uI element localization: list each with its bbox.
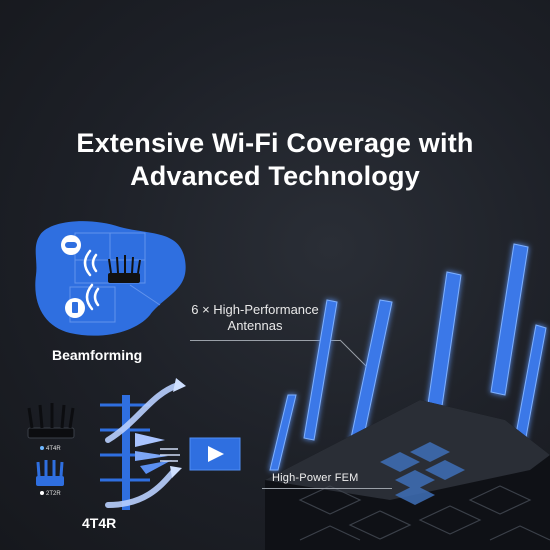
play-icon xyxy=(189,437,241,471)
router-4t4r-tag: 4T4R xyxy=(40,446,61,452)
router-icon xyxy=(108,255,141,283)
router-body xyxy=(265,400,550,550)
fem-callout-line xyxy=(262,488,392,489)
beamforming-floorplan-illustration xyxy=(35,221,186,336)
antennas-label: 6 × High-Performance Antennas xyxy=(180,302,330,334)
headline-line-2: Advanced Technology xyxy=(130,161,420,191)
router-4t4r-icon xyxy=(27,403,75,439)
headline-line-1: Extensive Wi-Fi Coverage with xyxy=(76,128,474,158)
beamforming-label: Beamforming xyxy=(52,347,143,363)
gamepad-icon xyxy=(61,235,81,255)
router-2t2r-icon xyxy=(36,460,64,486)
wifi-wave-icon xyxy=(83,249,100,311)
fem-label: High-Power FEM xyxy=(272,472,359,484)
antennas-callout-line xyxy=(190,340,340,341)
stream-arrows xyxy=(135,433,172,474)
router-2t2r-tag: 2T2R xyxy=(40,491,61,497)
streams-label: 4T4R xyxy=(82,515,117,531)
headline: Extensive Wi-Fi Coverage with Advanced T… xyxy=(0,127,550,193)
antennas-label-line-1: 6 × High-Performance xyxy=(191,302,319,317)
phone-icon xyxy=(65,298,85,318)
antennas-label-line-2: Antennas xyxy=(227,318,283,333)
